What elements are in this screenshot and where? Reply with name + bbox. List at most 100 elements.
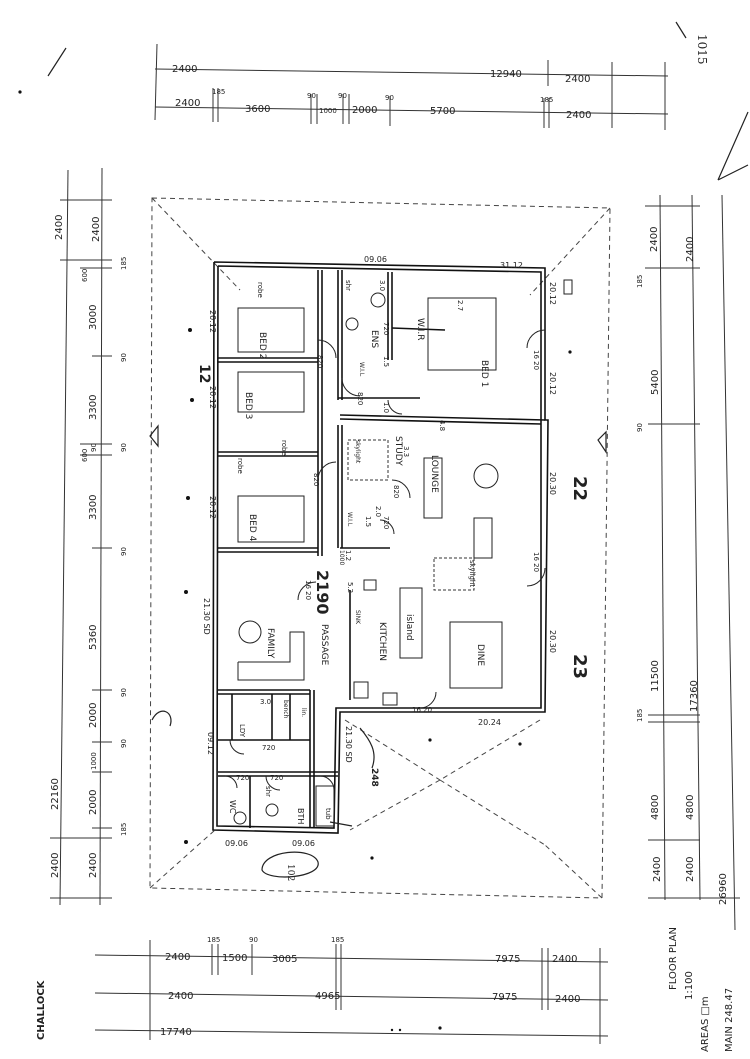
note-820-b: 820 <box>312 473 320 486</box>
note-2130-sd: 21.30 SD <box>202 598 211 635</box>
wc-toilet <box>233 811 247 825</box>
note-3118: 31.12 <box>500 261 523 270</box>
title-line-1: FLOOR PLAN <box>668 927 679 990</box>
mark-22: 22 <box>569 476 590 501</box>
pantry <box>353 681 369 699</box>
doors <box>224 329 546 791</box>
dim-bot-s1: 185 <box>207 936 220 944</box>
room-wc: WC <box>228 800 237 814</box>
dim-right-s3: 185 <box>636 709 644 722</box>
dim-top-6: 1000 <box>319 107 337 115</box>
label-bench: bench <box>282 700 289 719</box>
oval-label: 102 <box>285 864 295 881</box>
room-family: FAMILY <box>265 628 275 659</box>
dim-left-s7: 90 <box>120 547 128 556</box>
label-shower-1: shr <box>344 280 352 291</box>
note-2012-a: 20.12 <box>208 310 217 333</box>
ensuite-toilet <box>370 292 386 308</box>
room-study: STUDY <box>393 436 403 466</box>
dots <box>18 90 572 1032</box>
note-2012-b: 20.12 <box>208 386 217 409</box>
dim-bot-s3: 185 <box>331 936 344 944</box>
left-dimension-text: 2400 22160 2400 2400 3000 3300 3300 5360… <box>50 215 128 878</box>
room-laundry: LDY <box>238 724 246 738</box>
dim-left-6: 3300 <box>88 395 99 420</box>
label-robe-2: robe <box>236 458 244 474</box>
dim-top-s2: 90 <box>307 92 316 100</box>
label-linen: lin. <box>300 708 307 717</box>
mark-248: 248 <box>369 768 379 787</box>
left-dimensions <box>50 167 112 906</box>
dim-top-2: 12940 <box>490 69 522 80</box>
note-720-d: 720 <box>382 516 390 529</box>
note-0906-b: 09.06 <box>225 839 248 848</box>
mark-2190: 2190 <box>313 570 332 615</box>
note-12: 1.2 <box>344 550 352 561</box>
dim-bot-9: 2400 <box>555 994 580 1005</box>
room-kitchen: KITCHEN <box>377 622 387 661</box>
bottom-dimensions <box>94 940 609 1044</box>
room-bed-2: BED 2 <box>257 332 267 359</box>
skylights <box>347 439 475 591</box>
dim-left-3: 2400 <box>50 853 61 878</box>
dim-left-12: 2400 <box>88 853 99 878</box>
note-0906-c: 09.06 <box>292 839 315 848</box>
right-fixture-mark <box>563 279 573 295</box>
dim-bot-2: 1500 <box>222 953 247 964</box>
label-shower-2: shr <box>264 786 272 797</box>
dim-bot-5: 2400 <box>552 954 577 965</box>
note-30-a: 3.0 <box>260 698 271 706</box>
bed-1-outline <box>427 297 497 371</box>
fridge <box>382 692 398 706</box>
dim-left-s10: 185 <box>120 823 128 836</box>
note-1620-a: 16 20 <box>532 350 540 370</box>
annotation-notes: 09.06 09.06 09.06 31.12 20.12 20.12 20.1… <box>202 255 557 848</box>
dim-bot-4: 7975 <box>495 954 520 965</box>
dim-right-7: 4800 <box>685 795 696 820</box>
dim-left-s2: 600 <box>81 269 89 282</box>
dim-top-s3: 90 <box>338 92 347 100</box>
note-1620-b: 16 20 <box>532 552 540 572</box>
bottom-dimension-text: 2400 1500 3005 7975 2400 2400 4965 7975 … <box>160 936 580 1038</box>
walls <box>212 261 549 834</box>
dim-bot-1: 2400 <box>165 952 190 963</box>
note-2012-d: 20.12 <box>548 282 557 305</box>
dim-left-s4: 600 <box>81 449 89 462</box>
note-2024: 20.24 <box>478 718 501 727</box>
room-bed-3: BED 3 <box>243 392 253 419</box>
note-820-c: 820 <box>392 485 400 498</box>
dim-top-1: 2400 <box>172 64 197 75</box>
ensuite-basin <box>345 317 359 331</box>
label-robe-1: robe <box>256 282 264 298</box>
dim-top-7: 2000 <box>352 105 377 116</box>
note-2012-c: 20.12 <box>208 496 217 519</box>
note-10: 1.0 <box>382 402 390 413</box>
room-wir: W.I.R <box>415 318 425 341</box>
dim-left-s9: 90 <box>120 739 128 748</box>
room-bed-4: BED 4 <box>247 514 257 542</box>
dim-right-9: 17360 <box>689 680 700 712</box>
island-bench <box>399 587 423 659</box>
top-dimensions <box>154 43 669 130</box>
dining-table <box>449 621 503 689</box>
room-dine: DINE <box>475 644 485 666</box>
dim-top-4: 2400 <box>175 98 200 109</box>
dim-left-1: 2400 <box>54 215 65 240</box>
dim-right-4: 4800 <box>650 795 661 820</box>
dim-right-s1: 185 <box>636 275 644 288</box>
note-27: 2.7 <box>456 300 464 311</box>
room-lounge: LOUNGE <box>429 455 439 493</box>
roof-outline <box>149 197 611 899</box>
note-720-e: 720 <box>270 774 283 782</box>
dim-left-s8: 90 <box>120 688 128 697</box>
label-skylight-2: skylight <box>354 440 361 464</box>
dim-top-s1: 185 <box>212 88 225 96</box>
room-island: island <box>404 614 414 641</box>
handwritten-marks: 2190 12 22 23 248 <box>196 364 590 787</box>
title-block: FLOOR PLAN 1:100 AREAS □m MAIN 248.47 <box>668 927 735 1052</box>
dim-left-11: 2000 <box>88 790 99 815</box>
lounge-sofa-2 <box>473 517 493 559</box>
dim-left-5: 3000 <box>88 305 99 330</box>
note-2030-a: 20.30 <box>548 472 557 495</box>
